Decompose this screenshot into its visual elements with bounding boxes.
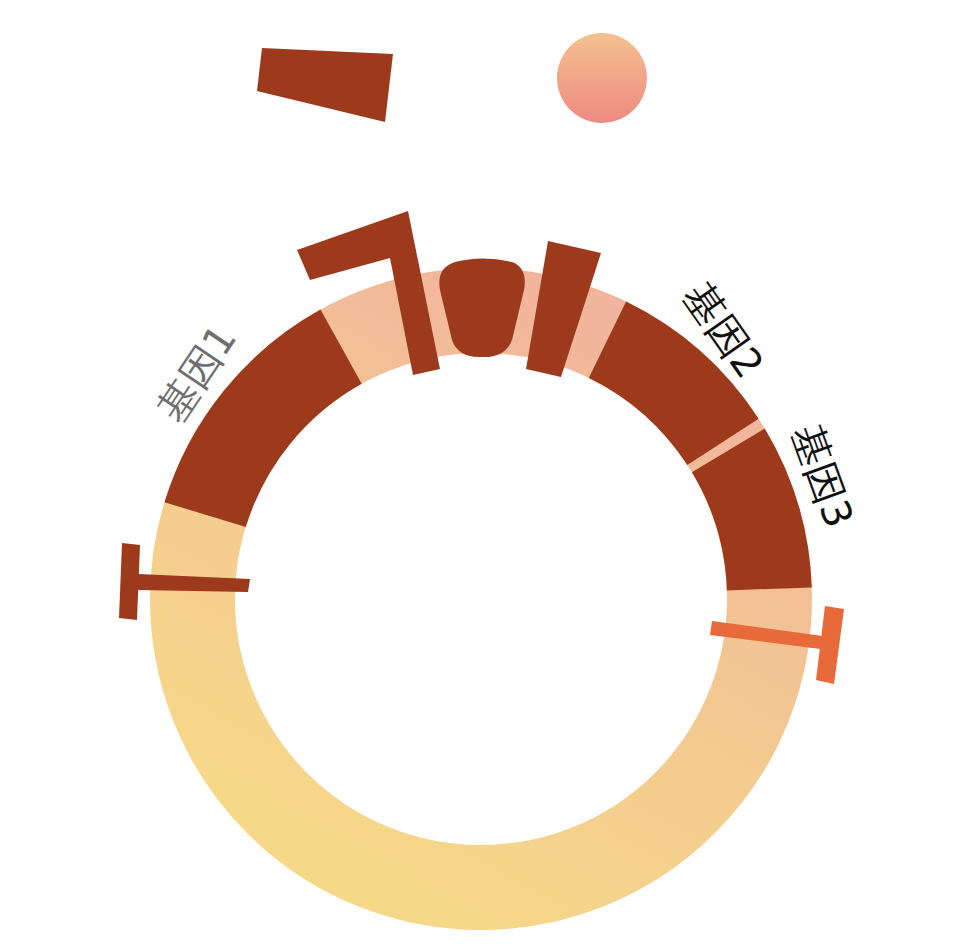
promoter-arrow [297,211,440,375]
ribosome-binding-site [439,259,524,358]
operator-bar [526,241,601,377]
inducer-dot [557,33,647,123]
terminator-bar [816,606,844,684]
detached-part [257,48,393,122]
terminator-stem [138,574,250,592]
terminator-stem [710,621,830,650]
terminator-bar [119,543,140,620]
